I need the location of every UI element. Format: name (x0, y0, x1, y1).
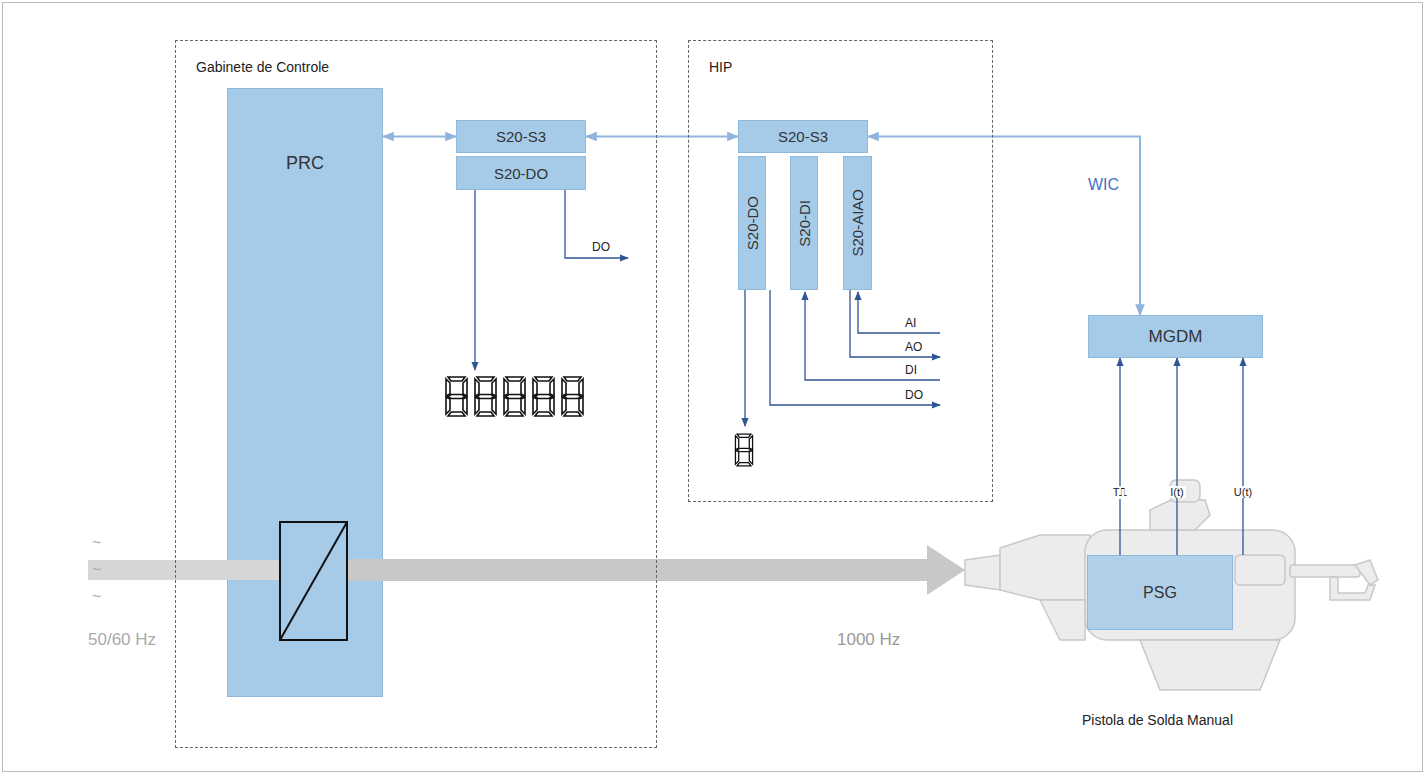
bus-module: S20-S3 (456, 120, 586, 153)
node-text: MGDM (1149, 327, 1203, 347)
symbol-label: ~ (92, 561, 101, 579)
connector (868, 137, 1140, 316)
node-text: S20-S3 (778, 128, 828, 145)
node-text: PRC (286, 153, 324, 174)
symbol-label: ~ (92, 534, 101, 552)
node-text: S20-DO (494, 165, 548, 182)
welding-gun (965, 480, 1378, 690)
analog-module: S20-AIAO (843, 156, 872, 290)
node-text: HIP (709, 59, 732, 75)
edge-label: WIC (1086, 176, 1121, 194)
seven-segment-display (444, 376, 586, 418)
node-text: PSG (1143, 584, 1177, 602)
edge-label: 1000 Hz (835, 630, 902, 650)
output-module: S20-DO (456, 156, 586, 190)
node-text: S20-AIAO (849, 189, 866, 257)
converter-symbol (227, 88, 383, 697)
edge-label: T⎍ (1111, 486, 1130, 499)
connector (383, 136, 456, 138)
output-module: S20-DO (738, 156, 766, 290)
node-text: S20-S3 (496, 128, 546, 145)
signal-name: AI (905, 316, 916, 330)
control-cabinet-region: Gabinete de ControlePRC S20-S3S20-DO (175, 40, 657, 748)
power-arrow (383, 545, 965, 595)
measurement-box: MGDM (1088, 315, 1263, 358)
signal-name: AO (905, 340, 922, 354)
signal-name: DO (905, 388, 923, 402)
edge-label: I(t) (1168, 486, 1185, 498)
edge-label: U(t) (1232, 486, 1254, 498)
sensor-box: PSG (1087, 555, 1233, 630)
node-text: S20-DI (796, 200, 813, 247)
connector (1119, 358, 1120, 555)
input-module: S20-DI (790, 156, 818, 290)
device-caption: Pistola de Solda Manual (1082, 712, 1233, 728)
node-text: Gabinete de Controle (196, 59, 329, 75)
hip-region: HIP S20-S3S20-DO S20-DI S20-AIAO (688, 40, 993, 502)
controller-box: PRC (227, 88, 383, 697)
signal-name: DO (592, 240, 610, 254)
frequency-label: 50/60 Hz (88, 630, 156, 650)
connector (1242, 358, 1243, 555)
bus-module: S20-S3 (738, 120, 868, 153)
connector (1176, 358, 1177, 555)
node-text: S20-DO (744, 196, 761, 250)
symbol-label: ~ (92, 588, 101, 606)
seven-segment-digit (733, 433, 754, 467)
input-power-bar (88, 560, 228, 580)
connector (586, 136, 738, 138)
signal-name: DI (905, 363, 917, 377)
